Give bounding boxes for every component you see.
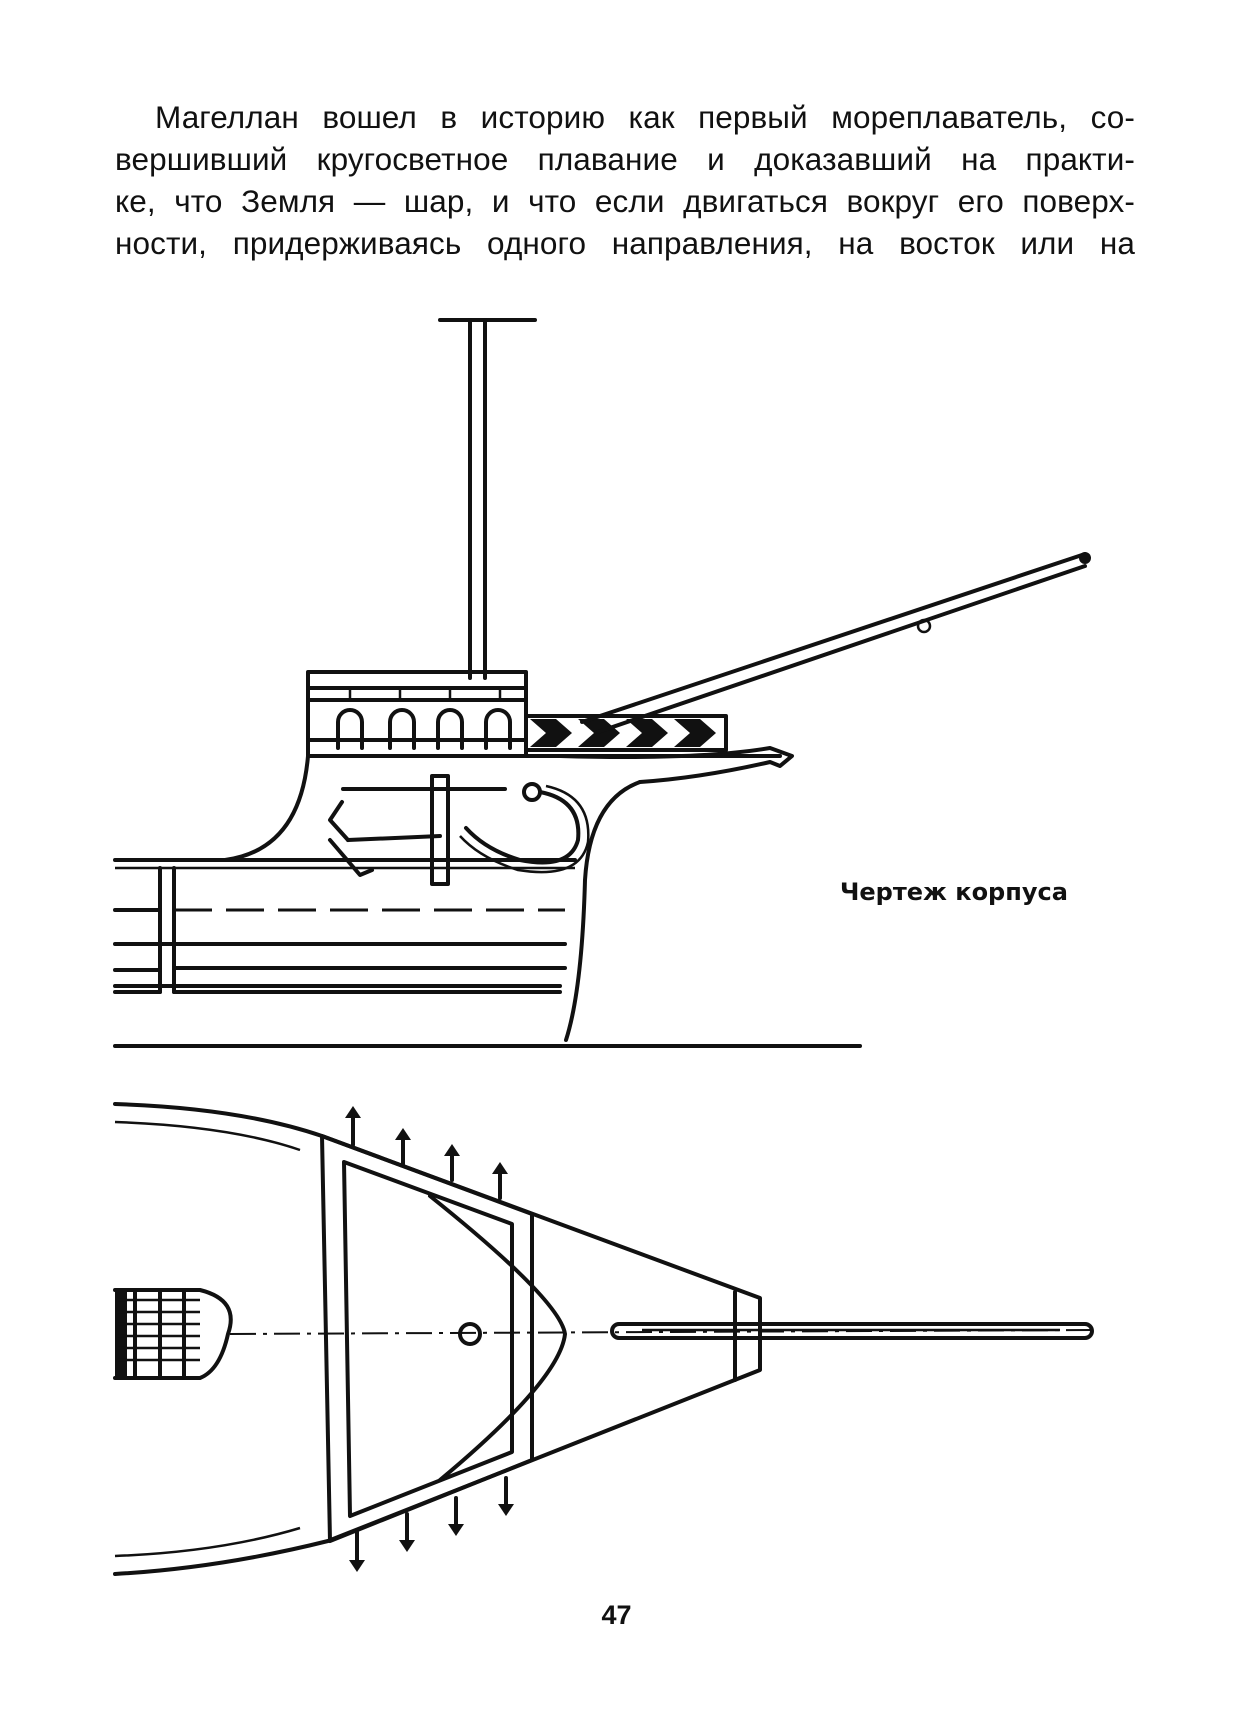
hull-outline (113, 1102, 762, 1576)
side-view-drawing (113, 318, 1091, 1048)
figure-caption: Чертеж корпуса (840, 878, 1068, 906)
bowsprit (580, 552, 1091, 734)
mast (438, 318, 537, 680)
stem (564, 780, 642, 1042)
paragraph-line: ности, придерживаясь одного направления,… (115, 225, 1135, 261)
page-number: 47 (601, 1600, 632, 1630)
belaying-pins (345, 1106, 514, 1572)
aft-boat (113, 1288, 233, 1380)
plan-view-drawing (113, 1102, 1096, 1576)
body-paragraph: Магеллан вошел в историю как первый море… (115, 96, 1135, 264)
figurehead (558, 746, 794, 784)
paragraph-line: Магеллан вошел в историю как первый море… (155, 99, 1135, 135)
bowsprit-plan (610, 1322, 1094, 1340)
paragraph-line: ке, что Земля — шар, и что если двигатьс… (115, 183, 1135, 219)
hull-planking (113, 866, 567, 994)
paragraph-line: вершивший кругосветное плавание и доказа… (115, 141, 1135, 177)
hull-shoulder (223, 754, 310, 862)
mast-hole (458, 1322, 482, 1346)
